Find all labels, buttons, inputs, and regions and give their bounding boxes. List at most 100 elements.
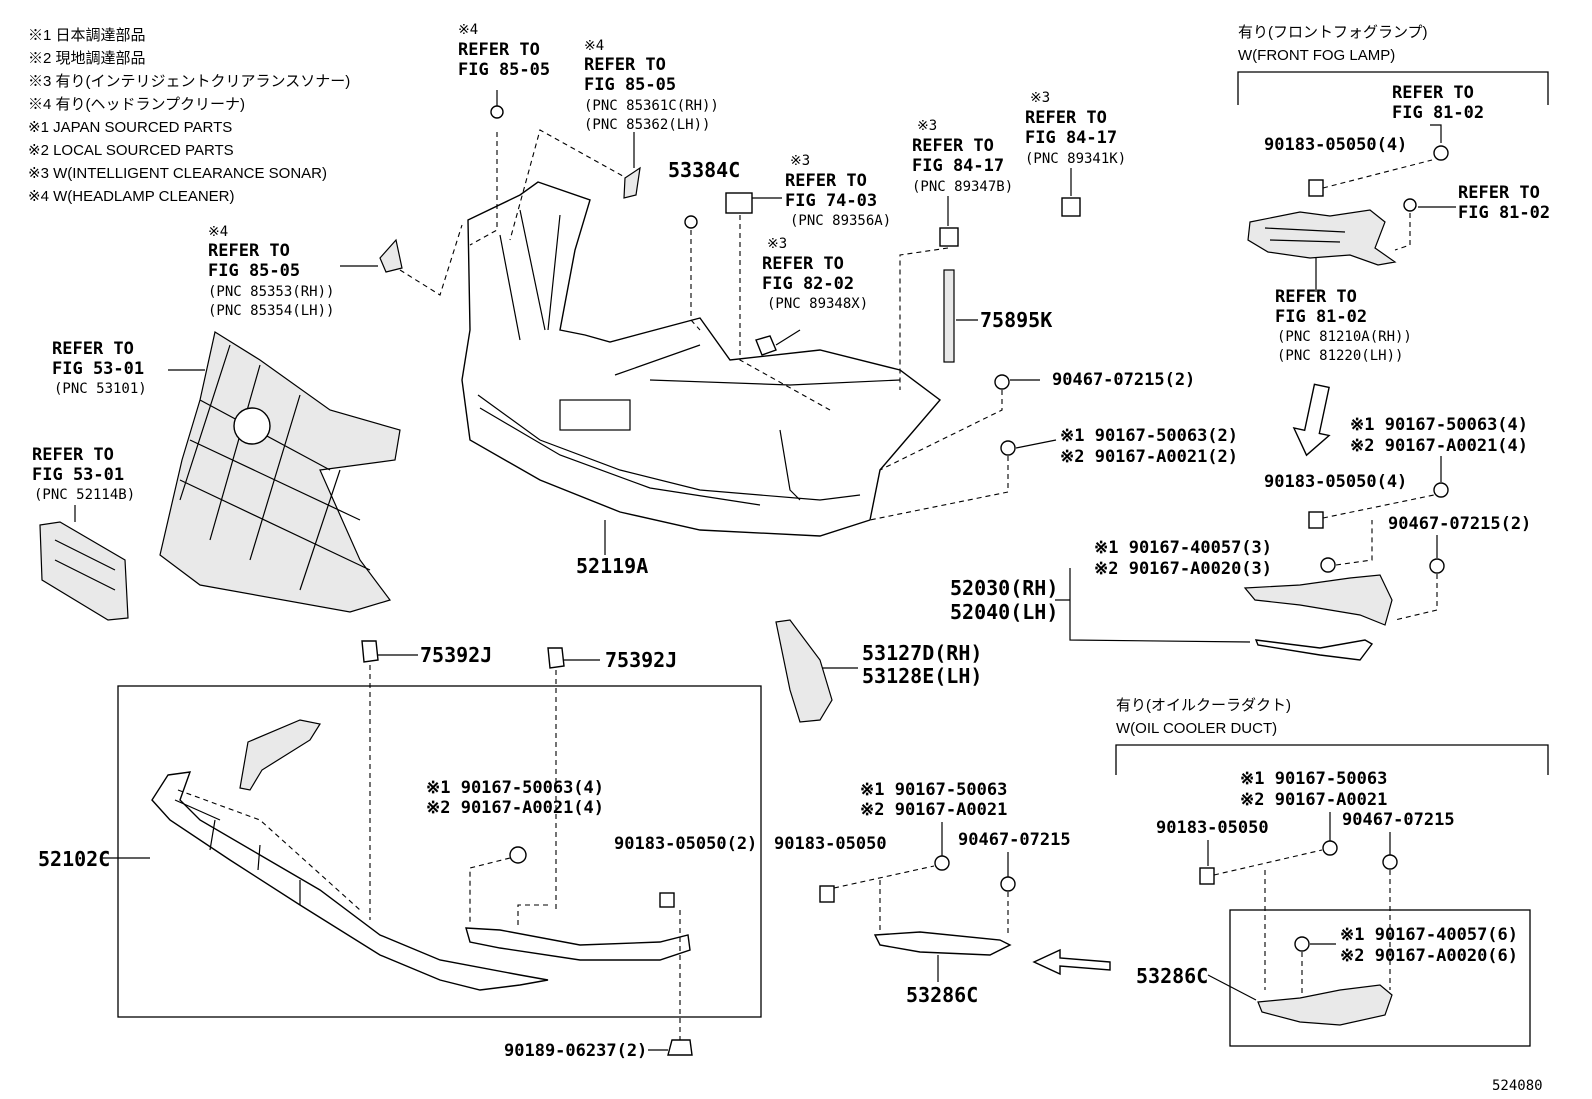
ref-fig: FIG 81-02	[1392, 103, 1484, 123]
ref-fig: FIG 74-03	[785, 191, 877, 211]
leader-dash	[833, 865, 935, 889]
legend: ※1 日本調達部品 ※2 現地調達部品 ※3 有り(インテリジェントクリアランス…	[28, 27, 350, 205]
leader-dash	[739, 215, 831, 411]
oil-cooler-group: 有り(オイルクーラダクト) W(OIL COOLER DUCT) ※1 9016…	[1115, 697, 1549, 1047]
part-number: 53127D(RH)	[862, 641, 982, 665]
ref-fig: FIG 84-17	[912, 156, 1004, 176]
bumper-cover-drawing	[461, 181, 942, 537]
screw-icon	[1294, 936, 1310, 952]
leader-dash	[517, 904, 548, 925]
ref-pnc: (PNC 85354(LH))	[208, 303, 334, 319]
ref-text: REFER TO	[32, 445, 114, 465]
part-number: 52102C	[38, 847, 110, 871]
leader-dash	[1322, 159, 1433, 189]
clip-icon	[547, 647, 565, 669]
leader-line	[1430, 124, 1442, 143]
ref-fig: FIG 53-01	[32, 465, 124, 485]
legend-line: ※3 W(INTELLIGENT CLEARANCE SONAR)	[28, 165, 327, 182]
ref-85-05-left: ※4 REFER TO FIG 85-05 (PNC 85353(RH)) (P…	[208, 224, 334, 319]
clip-icon	[1308, 179, 1324, 197]
ref-53-01-plate: REFER TO FIG 53-01 (PNC 52114B)	[32, 445, 135, 503]
screw-icon	[994, 374, 1010, 390]
ref-fig: FIG 85-05	[458, 60, 550, 80]
leader-dash	[399, 224, 463, 296]
fog-lamp-drawing	[1247, 209, 1397, 266]
ref-pnc: (PNC 85353(RH))	[208, 284, 334, 300]
ref-note: ※3	[917, 118, 937, 134]
leader-bracket	[1055, 568, 1251, 643]
sensor-cover-drawing	[725, 192, 753, 214]
clip-icon	[361, 640, 379, 663]
ref-text: REFER TO	[785, 171, 867, 191]
part-number: 90183-05050(4)	[1264, 135, 1407, 155]
oil-cooler-header-jp: 有り(オイルクーラダクト)	[1116, 697, 1291, 714]
ref-text: REFER TO	[912, 136, 994, 156]
screw-icon	[1320, 557, 1336, 573]
part-number: 75895K	[980, 308, 1052, 332]
leader-dash	[469, 857, 511, 925]
part-number: ※2 90167-A0021(4)	[426, 798, 604, 818]
grille-drawing	[159, 331, 401, 613]
ref-fig: FIG 82-02	[762, 274, 854, 294]
ref-fig: FIG 81-02	[1275, 307, 1367, 327]
part-number: 90183-05050(4)	[1264, 472, 1407, 492]
duct-group-a: ※1 90167-50063 ※2 90167-A0021 90183-0505…	[774, 780, 1111, 1007]
part-number: 52030(RH)	[950, 576, 1058, 600]
screw-icon	[509, 846, 527, 864]
part-number: 90183-05050	[1156, 818, 1269, 838]
ref-pnc: (PNC 53101)	[54, 381, 147, 397]
ref-pnc: (PNC 89347B)	[912, 179, 1013, 195]
lower-grille-box	[117, 685, 762, 1018]
ref-53-01-grille: REFER TO FIG 53-01 (PNC 53101)	[52, 339, 147, 397]
headlamp-cleaner-cover-drawing	[623, 166, 641, 199]
clip-icon	[1199, 867, 1215, 885]
clip-icon	[1308, 511, 1324, 529]
part-number: 90189-06237(2)	[504, 1041, 647, 1061]
ref-text: REFER TO	[208, 241, 290, 261]
part-number: ※2 90167-A0021(4)	[1350, 436, 1528, 456]
ref-text: REFER TO	[1392, 83, 1474, 103]
part-number: 90467-07215(2)	[1388, 514, 1531, 534]
bumper-detail	[477, 394, 861, 506]
part-number: ※2 90167-A0021	[860, 800, 1007, 820]
part-number: ※2 90167-A0021	[1240, 790, 1387, 810]
part-number: 52040(LH)	[950, 600, 1058, 624]
part-number: ※1 90167-50063(4)	[1350, 415, 1528, 435]
part-number: 90467-07215(2)	[1052, 370, 1195, 390]
ref-fig: FIG 85-05	[584, 75, 676, 95]
figure-number: 524080	[1492, 1078, 1543, 1094]
oil-cooler-header-en: W(OIL COOLER DUCT)	[1116, 720, 1277, 737]
legend-line: ※3 有り(インテリジェントクリアランスソナー)	[28, 73, 350, 90]
sensor-bracket-drawing	[755, 335, 777, 356]
ref-84-17-b: ※3 REFER TO FIG 84-17 (PNC 89341K)	[1025, 90, 1126, 167]
ref-pnc: (PNC 85361C(RH))	[584, 98, 719, 114]
ref-note: ※4	[584, 38, 604, 54]
grille-group	[39, 331, 401, 621]
ref-82-02: ※3 REFER TO FIG 82-02 (PNC 89348X)	[762, 236, 868, 312]
part-number: 90467-07215	[1342, 810, 1455, 830]
legend-line: ※2 現地調達部品	[28, 50, 146, 67]
leader-dash	[1213, 849, 1323, 876]
ref-text: REFER TO	[762, 254, 844, 274]
screw-icon	[934, 855, 950, 871]
part-number: 53128E(LH)	[862, 664, 982, 688]
part-number: 53286C	[906, 983, 978, 1007]
part-number: 90183-05050	[774, 834, 887, 854]
part-number: 90467-07215	[958, 830, 1071, 850]
lower-grille-drawing	[151, 771, 549, 991]
license-bracket-drawing	[39, 521, 129, 621]
leader-line	[1015, 439, 1057, 449]
ref-pnc: (PNC 81210A(RH))	[1277, 329, 1412, 345]
part-number: 53384C	[668, 158, 740, 182]
ref-pnc: (PNC 89341K)	[1025, 151, 1126, 167]
ref-text: REFER TO	[1458, 183, 1540, 203]
ref-text: REFER TO	[458, 40, 540, 60]
leader-dash	[469, 132, 498, 246]
ref-pnc: (PNC 85362(LH))	[584, 117, 710, 133]
legend-line: ※2 LOCAL SOURCED PARTS	[28, 142, 234, 159]
side-molding-drawing	[775, 619, 833, 723]
license-bracket-detail	[54, 539, 116, 591]
sensor-drawing	[939, 227, 959, 247]
leader-dash	[1394, 213, 1411, 251]
part-number: 75392J	[605, 648, 677, 672]
